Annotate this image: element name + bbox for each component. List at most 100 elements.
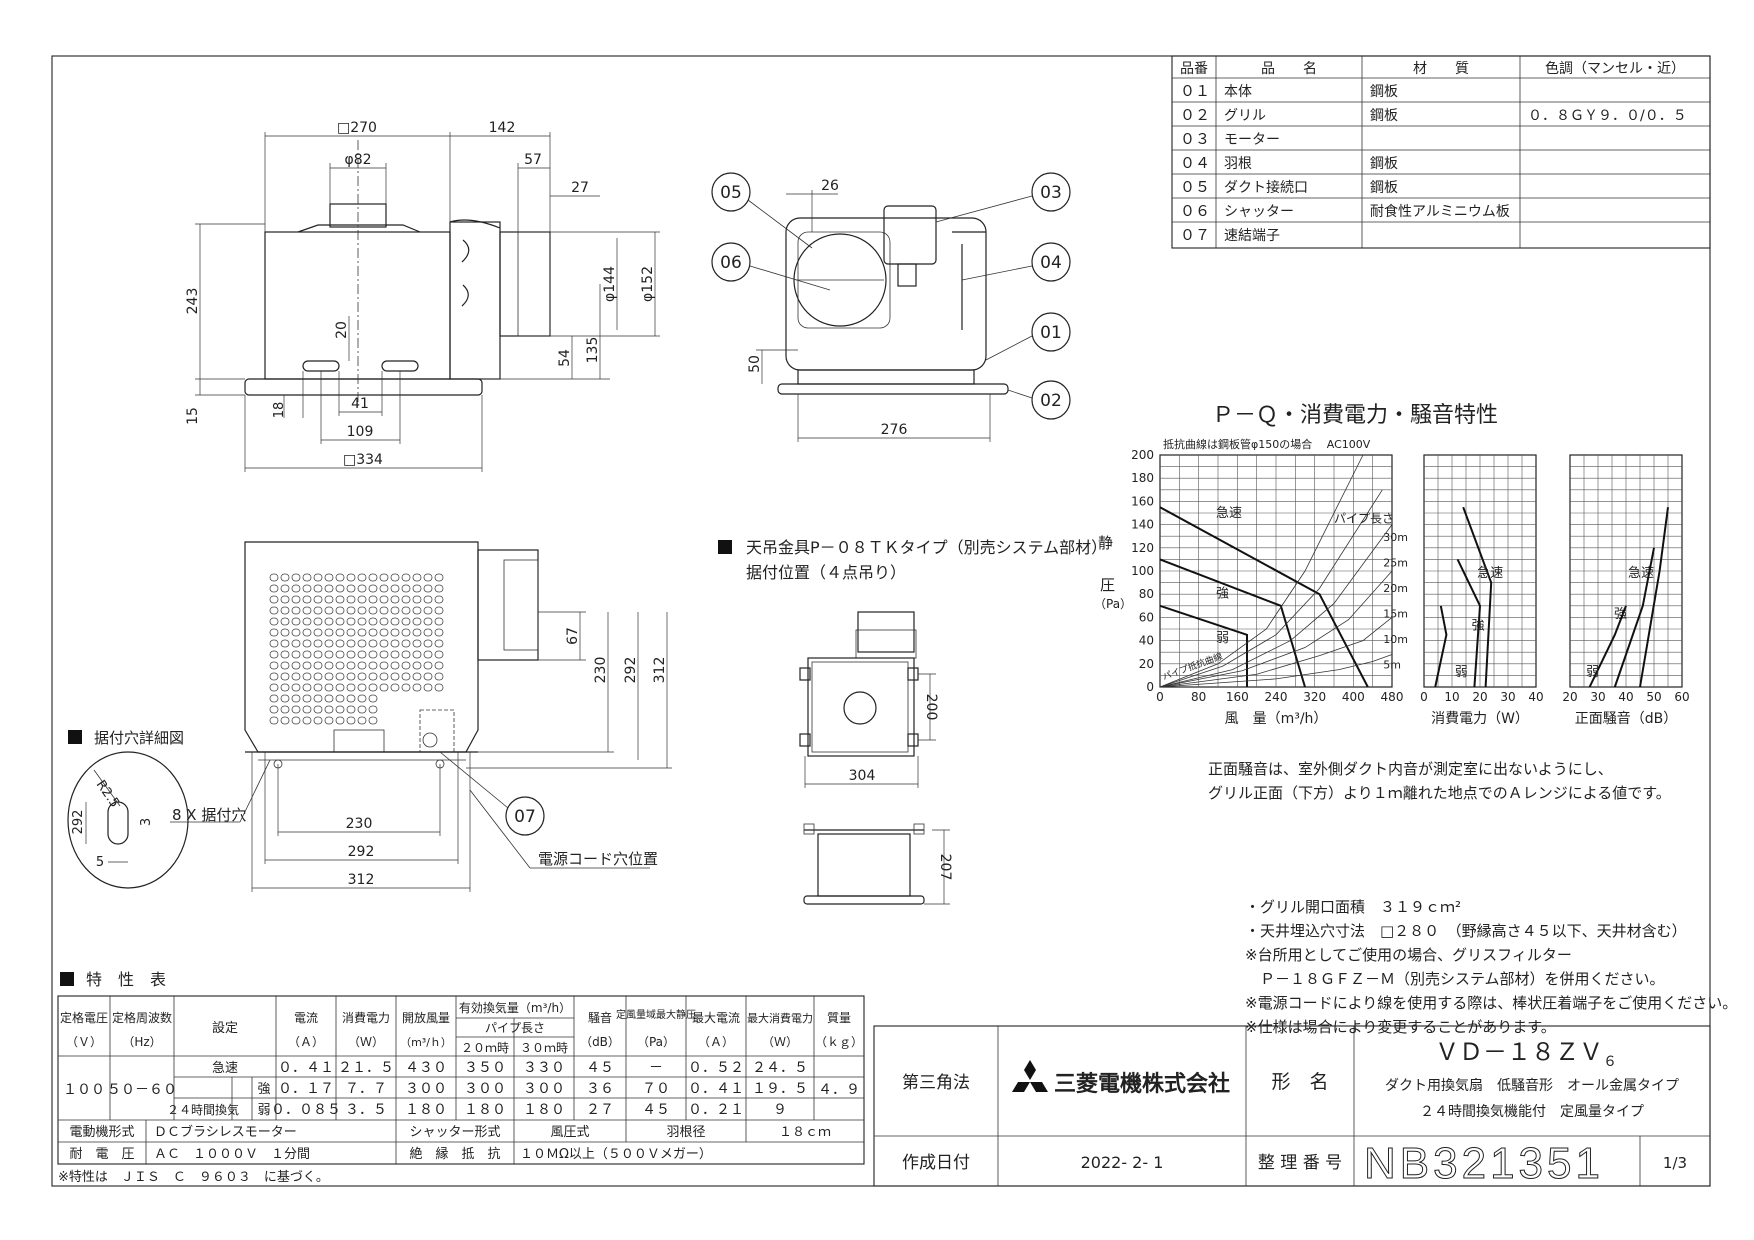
- spec-h-pipe-len: パイプ長さ: [485, 1021, 545, 1035]
- dim-292v: 292: [623, 657, 639, 684]
- spec-cell-power: ３．５: [345, 1102, 387, 1118]
- spec-cell-current: ０．４１: [278, 1060, 334, 1076]
- spec-cell-power: ２１．５: [338, 1060, 394, 1076]
- resistance-curve: [1159, 524, 1393, 688]
- mount-hole-detail: 据付穴詳細図 R2.5 292 3 5: [67, 729, 189, 889]
- series-line-0: [1159, 506, 1369, 688]
- hanger-dim-304: 304: [849, 768, 876, 784]
- spec-footnote: ※特性は ＪＩＳ Ｃ ９６０３ に基づく。: [58, 1170, 329, 1185]
- parts-no: ０１: [1180, 82, 1210, 100]
- spec-h-current: 電流: [294, 1011, 318, 1025]
- spec-cell-noise: ３６: [586, 1081, 614, 1097]
- spec-table: 特 性 表 定格電圧 （Ｖ） 定格周波数 （Hz） 設定: [57, 970, 865, 1185]
- dim-27: 27: [571, 180, 589, 196]
- title-model-label: 形 名: [1271, 1071, 1328, 1093]
- spec-shutter-value: 風圧式: [550, 1125, 589, 1140]
- x-tick-label: 30: [1500, 690, 1515, 704]
- parts-name: 速結端子: [1224, 228, 1280, 244]
- parts-header-no: 品番: [1180, 61, 1208, 77]
- spec-cell-max_power: ２４．５: [752, 1060, 808, 1076]
- spec-cell-max_current: ０．２１: [688, 1102, 744, 1118]
- resistance-curve: [1159, 489, 1383, 688]
- spec-cell-current: ０．１７: [278, 1081, 334, 1097]
- resistance-label: 25m: [1383, 556, 1408, 569]
- x-tick-label: 40: [1528, 690, 1543, 704]
- dim-312v: 312: [652, 657, 668, 684]
- parts-material: 鋼板: [1370, 180, 1398, 196]
- x-tick-label: 0: [1420, 690, 1428, 704]
- y-tick-label: 100: [1131, 564, 1154, 578]
- resistance-label: 5m: [1383, 658, 1401, 671]
- x-tick-label: 50: [1646, 690, 1661, 704]
- parts-name: 羽根: [1224, 156, 1252, 172]
- spec-cell-p30: ３３０: [523, 1060, 565, 1076]
- spec-h-mass-unit: （ｋｇ）: [815, 1035, 863, 1049]
- spec-note-4: Ｐ－１８ＧＦＺ－Ｍ（別売システム部材）を併用ください。: [1245, 970, 1665, 988]
- mount-holes-label: 8 X 据付穴: [172, 806, 246, 824]
- dim-243: 243: [185, 288, 201, 315]
- spec-h-voltage-unit: （Ｖ）: [66, 1035, 102, 1049]
- dim-67: 67: [565, 627, 581, 645]
- spec-cell-p30: ３００: [523, 1081, 565, 1097]
- spec-shutter-label: シャッター形式: [409, 1125, 500, 1140]
- title-projection: 第三角法: [902, 1073, 970, 1093]
- title-model: ＶＤ－１８ＺＶ６: [1435, 1038, 1617, 1070]
- parts-no: ０２: [1180, 106, 1210, 124]
- dim-135: 135: [585, 337, 601, 364]
- title-desc1: ダクト用換気扇 低騒音形 オール金属タイプ: [1385, 1077, 1679, 1094]
- spec-cell-max_power: １９．５: [752, 1081, 808, 1097]
- callout-02: 02: [1040, 391, 1062, 411]
- mitsubishi-logo: [1012, 1060, 1048, 1092]
- y-tick-label: 20: [1139, 657, 1154, 671]
- detail-title: 据付穴詳細図: [94, 729, 184, 747]
- detail-3: 3: [139, 818, 154, 826]
- title-date: 2022- 2- 1: [1081, 1153, 1164, 1172]
- y-tick-label: 0: [1146, 680, 1154, 694]
- pq-ylabel-2: 圧: [1100, 576, 1115, 594]
- bottom-view: 67 230 292 312 230 292 312 07 電源コード穴位置 8…: [170, 541, 672, 892]
- cord-hole-label: 電源コード穴位置: [538, 850, 658, 868]
- noise-notes: 正面騒音は、室外側ダクト内音が測定室に出ないようにし、 グリル正面（下方）より１…: [1208, 760, 1671, 802]
- spec-mode-group: ２４時間換気: [167, 1102, 239, 1117]
- resistance-label: 15m: [1383, 607, 1408, 620]
- x-tick-label: 480: [1381, 690, 1404, 704]
- title-block: 第三角法 三菱電機株式会社 形 名 ＶＤ－１８ＺＶ６ ダクト用換気扇 低騒音形 …: [873, 1025, 1711, 1189]
- spec-withstand-value: ＡＣ １０００Ｖ １分間: [154, 1147, 310, 1162]
- dim-41: 41: [351, 396, 369, 412]
- parts-name: ダクト接続口: [1224, 179, 1308, 196]
- series-label: 急速: [1216, 506, 1242, 521]
- callout-06: 06: [720, 253, 742, 273]
- chart-note: 抵抗曲線は鋼板管φ150の場合 AC100V: [1163, 437, 1371, 451]
- spec-h-noise: 騒音: [588, 1010, 612, 1025]
- spec-cell-static: ７０: [642, 1081, 670, 1097]
- spec-h-max-current: 最大電流: [692, 1011, 740, 1025]
- spec-cell-p20: ３００: [464, 1081, 506, 1097]
- spec-h-freq-unit: （Hz）: [122, 1035, 161, 1049]
- parts-name: モーター: [1224, 132, 1280, 148]
- resistance-curve: [1159, 454, 1364, 688]
- hanger-view: 天吊金具P－０８ＴＫタイプ（別売システム部材） 据付位置（４点吊り） 200 3…: [718, 538, 1107, 905]
- hanger-title: 天吊金具P－０８ＴＫタイプ（別売システム部材）: [746, 538, 1107, 557]
- parts-no: ０３: [1180, 130, 1210, 148]
- chart-main-title: Ｐ－Ｑ・消費電力・騒音特性: [1212, 403, 1498, 428]
- y-tick-label: 40: [1139, 634, 1154, 648]
- detail-5: 5: [96, 855, 104, 870]
- x-axis-label: 消費電力（W）: [1431, 711, 1529, 727]
- parts-material: 鋼板: [1370, 156, 1398, 172]
- callout-07: 07: [514, 807, 536, 827]
- parts-name: シャッター: [1224, 204, 1294, 220]
- dim-292: 292: [348, 844, 375, 860]
- spec-insulation-value: １０ＭΩ以上（５００Ｖメガー）: [520, 1147, 712, 1162]
- spec-h-max-power: 最大消費電力: [747, 1011, 813, 1025]
- series-label: 弱: [1586, 665, 1599, 680]
- spec-h-open-air: 開放風量: [402, 1010, 450, 1025]
- spec-setting: 弱: [257, 1103, 270, 1118]
- parts-no: ０７: [1180, 226, 1210, 244]
- parts-name: 本体: [1224, 84, 1252, 100]
- dim-230: 230: [346, 816, 373, 832]
